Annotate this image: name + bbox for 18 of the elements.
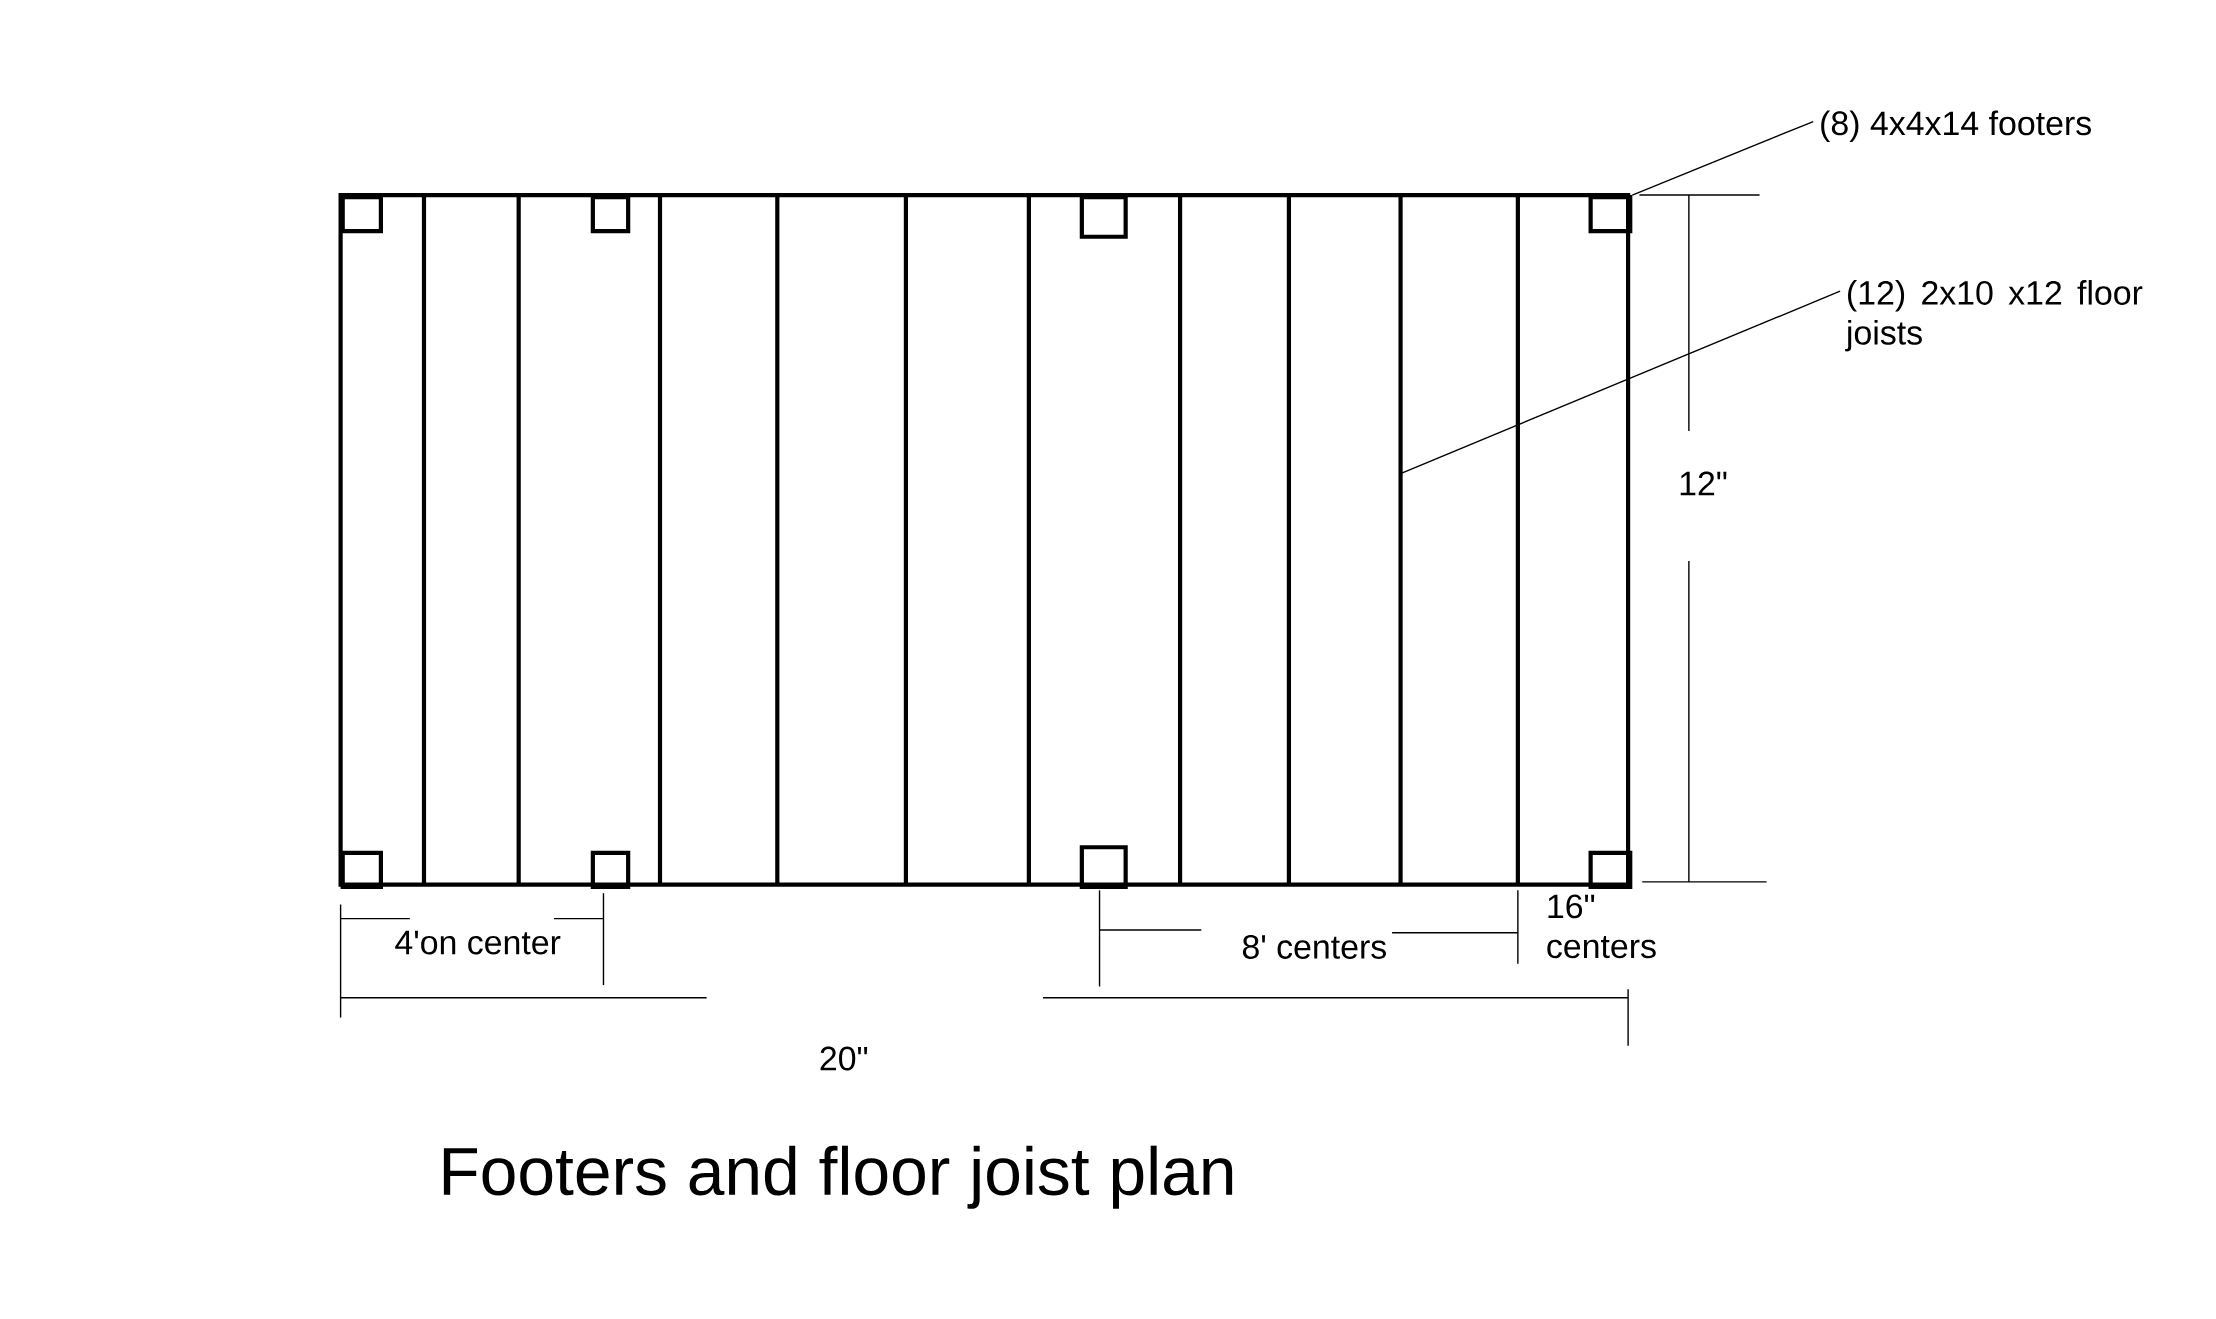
footer-square [1588,195,1633,234]
dimension-label: 4'on center [395,931,561,955]
dimension-label: 8' centers [1242,935,1386,960]
footer-square [1588,851,1633,890]
leader-line [1631,121,1814,196]
footer-square [340,851,383,890]
callout-label: (12) 2x10 x12 floor joists [1845,280,2143,352]
footer-square [590,851,631,890]
footer-square [1079,845,1128,890]
caption: Footers and floor joist plan [443,1145,1233,1210]
dimension-label: 20" [820,1046,868,1071]
dimension-label: 16" centers [1547,894,1656,959]
footer-square [590,195,631,234]
callout-label: (8) 4x4x14 footers [1821,110,2091,143]
leader-line [1399,290,1841,475]
dimension-label: 12" [1680,471,1727,496]
footer-square [1079,195,1128,240]
footer-square [340,195,383,234]
